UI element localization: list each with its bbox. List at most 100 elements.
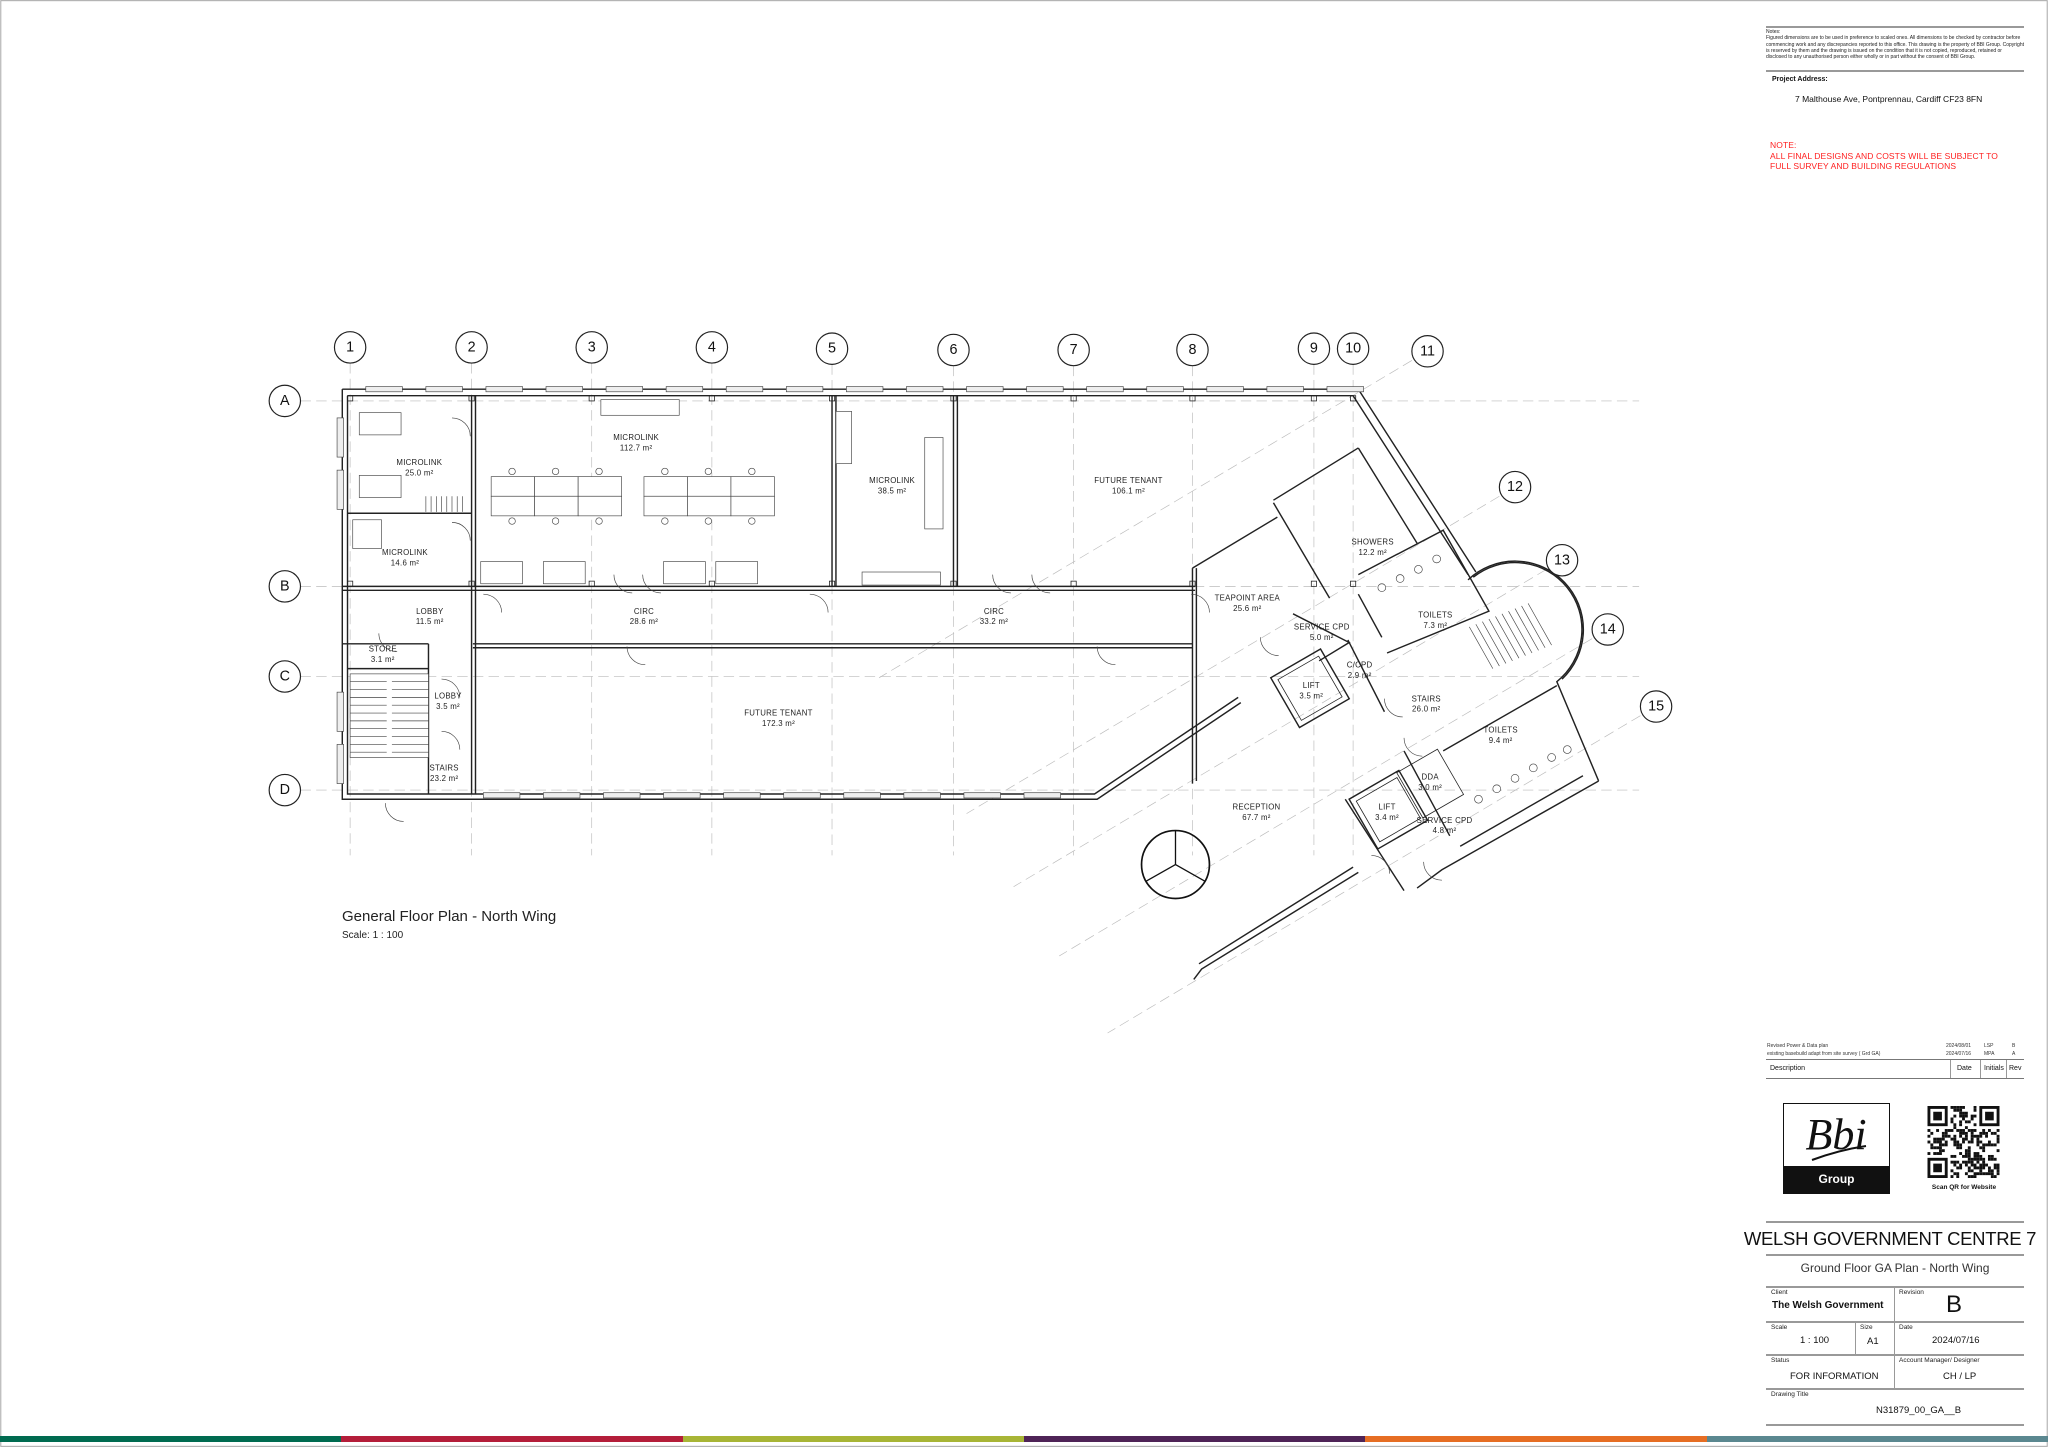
qr-module [1987,1157,1991,1161]
desk [490,476,535,497]
window [1086,386,1124,393]
qr-module [1936,1129,1940,1132]
qr-module [1956,1172,1960,1176]
qr-module [1927,1140,1931,1144]
room-name: CIRC [984,607,1004,616]
room-name: SERVICE CPD [1417,816,1473,825]
size-label: Size [1860,1324,1873,1331]
grid-label: 10 [1345,341,1361,357]
divider [2006,1060,2007,1078]
wall [1273,447,1359,501]
room-name: MICROLINK [869,476,915,485]
qr-module [1959,1129,1963,1132]
column [1189,580,1196,587]
column [347,395,354,402]
wc [1414,565,1423,574]
furniture-item [543,561,586,585]
grid-bubble-circle [1545,543,1579,577]
window [1326,386,1364,393]
furniture-item [715,561,758,585]
desk [490,495,535,517]
wall [1198,866,1354,965]
qr-module [1956,1108,1960,1112]
revision-table-header: Description Date Initials Rev [1766,1059,2024,1079]
grid-bubble-circle [268,660,302,693]
qr-module [1993,1163,1997,1167]
room-area: 3.5 m² [1299,692,1323,701]
grid-bubble-1: 1 [333,331,367,364]
brand-bar-segment [341,1436,684,1442]
grid-bubble-5: 5 [815,332,849,365]
grid-label: 11 [1420,343,1435,359]
chair [748,517,756,525]
qr-module [1987,1129,1991,1132]
stair-tread [1469,626,1494,669]
manager-value: CH / LP [1943,1371,1977,1382]
door-swing [1403,737,1423,757]
qr-module [1950,1175,1954,1178]
room-name: STAIRS [1412,694,1441,703]
qr-module [1982,1163,1986,1167]
qr-module [1973,1154,1977,1158]
qr-module [1953,1123,1957,1127]
window [903,792,941,799]
chair [748,467,756,476]
qr-module [1967,1140,1971,1144]
qr-module [1944,1129,1948,1132]
qr-module [1990,1157,1994,1161]
qr-module [1956,1175,1960,1178]
grid-bubble-15: 15 [1639,690,1673,723]
column [950,580,957,587]
bbi-group-logo: Bbi Group [1783,1103,1890,1194]
qr-module [1993,1175,1997,1178]
qr-module [1964,1114,1968,1118]
divider [1766,1286,2024,1288]
grid-line [878,360,1413,679]
qr-module [1956,1143,1960,1147]
qr-module [1970,1169,1974,1173]
grid-bubble-A: A [268,384,302,418]
qr-code[interactable] [1926,1106,2001,1178]
qr-module [1964,1126,1968,1130]
divider [1766,26,2024,28]
room-area: 5.0 m² [1310,633,1334,642]
qr-module [1990,1175,1994,1178]
grid-label: 15 [1648,699,1664,715]
brand-bar-segment [0,1436,342,1442]
door-swing [809,593,829,613]
stair-tread [1488,618,1513,661]
door-swing [451,417,471,437]
room-area: 25.6 m² [1233,604,1261,613]
qr-module [1962,1131,1965,1135]
drawing-title-label: Drawing Title [1771,1391,1809,1398]
window [663,792,701,799]
qr-module [1941,1143,1945,1147]
qr-module [1987,1169,1991,1173]
room-area: 67.7 m² [1242,813,1270,822]
qr-module [1996,1137,2000,1141]
qr-module [1973,1108,1977,1112]
qr-module [1953,1126,1957,1130]
qr-module [1956,1140,1960,1144]
qr-module [1996,1163,2000,1167]
qr-module [1973,1163,1977,1167]
revolving-door-wing [1175,863,1206,883]
qr-module [1982,1160,1986,1164]
qr-module [1964,1134,1968,1138]
wall [1344,798,1405,892]
furniture-item [352,519,382,549]
qr-module [1962,1106,1965,1109]
chair [661,467,669,476]
window [966,386,1004,393]
header-description: Description [1770,1065,1806,1072]
